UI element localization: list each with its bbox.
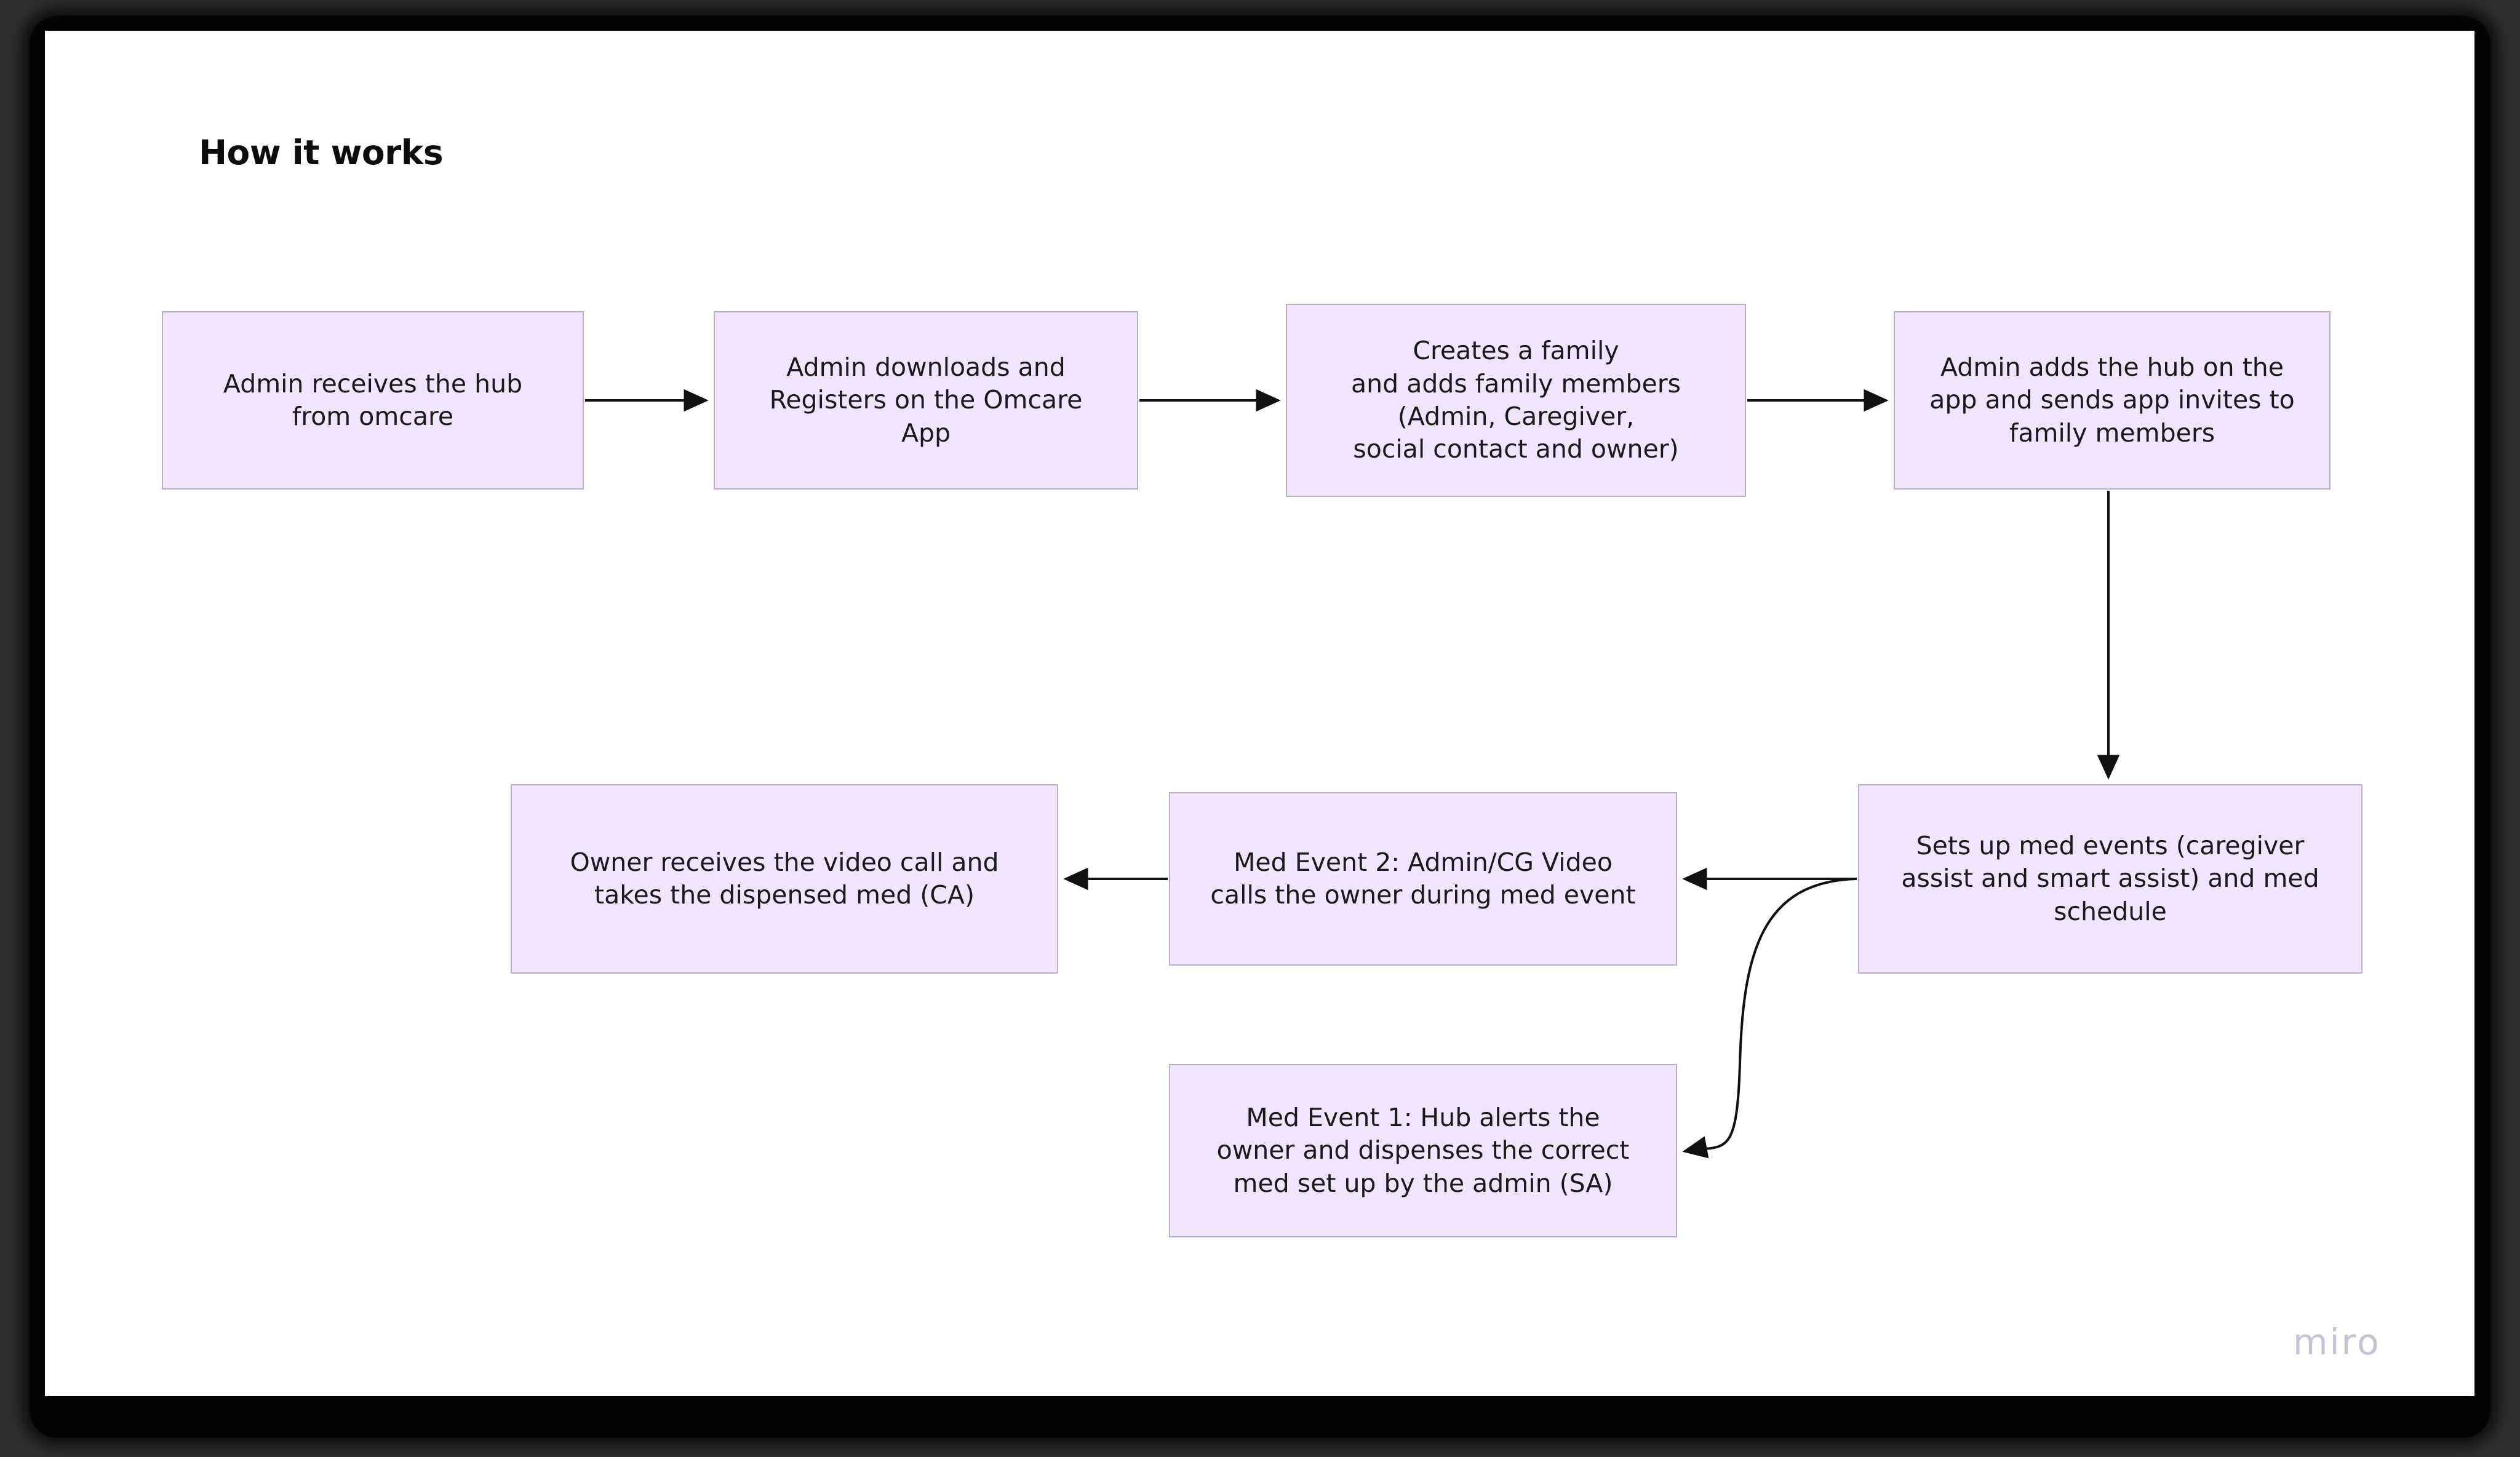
- node-admin-adds-hub-invites[interactable]: Admin adds the hub on the app and sends …: [1894, 311, 2331, 490]
- node-line: Registers on the Omcare: [769, 385, 1083, 415]
- node-line: social contact and owner): [1353, 434, 1679, 464]
- page-title: How it works: [199, 133, 444, 172]
- node-creates-family[interactable]: Creates a family and adds family members…: [1286, 304, 1746, 497]
- node-line: app and sends app invites to: [1929, 385, 2295, 415]
- node-line: family members: [2009, 418, 2215, 448]
- node-admin-downloads-registers[interactable]: Admin downloads and Registers on the Omc…: [714, 311, 1138, 490]
- node-line: Owner receives the video call and: [570, 847, 999, 877]
- node-admin-receives-hub[interactable]: Admin receives the hub from omcare: [162, 311, 584, 490]
- node-line: assist and smart assist) and med: [1901, 863, 2319, 894]
- node-line: med set up by the admin (SA): [1233, 1168, 1613, 1198]
- node-line: Admin adds the hub on the: [1940, 352, 2284, 383]
- node-line: owner and dispenses the correct: [1216, 1135, 1630, 1165]
- node-med-event-2[interactable]: Med Event 2: Admin/CG Video calls the ow…: [1169, 792, 1677, 966]
- node-line: Creates a family: [1413, 336, 1619, 366]
- node-line: (Admin, Caregiver,: [1397, 402, 1635, 431]
- node-owner-receives-video-call[interactable]: Owner receives the video call and takes …: [511, 784, 1058, 974]
- node-line: App: [901, 418, 951, 448]
- node-line: schedule: [2054, 896, 2167, 926]
- connector-setup-to-event1: [1682, 878, 1857, 1159]
- node-line: Med Event 1: Hub alerts the: [1246, 1103, 1600, 1133]
- node-line: and adds family members: [1351, 368, 1681, 399]
- miro-logo: miro: [2293, 1321, 2381, 1363]
- node-line: Sets up med events (caregiver: [1916, 831, 2305, 861]
- node-line: Med Event 2: Admin/CG Video: [1234, 847, 1613, 877]
- node-line: Admin downloads and: [786, 352, 1066, 383]
- node-line: from omcare: [292, 402, 454, 431]
- node-med-event-1[interactable]: Med Event 1: Hub alerts the owner and di…: [1169, 1064, 1677, 1237]
- node-line: Admin receives the hub: [223, 368, 523, 399]
- node-line: calls the owner during med event: [1210, 880, 1636, 910]
- node-line: takes the dispensed med (CA): [594, 880, 975, 910]
- miro-board-canvas[interactable]: How it works Admin receives the hub: [45, 31, 2474, 1396]
- node-sets-up-med-events[interactable]: Sets up med events (caregiver assist and…: [1858, 784, 2362, 974]
